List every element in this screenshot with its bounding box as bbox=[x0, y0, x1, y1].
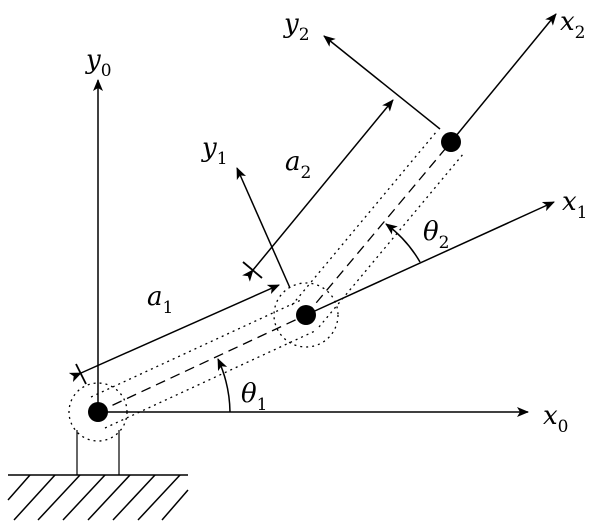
y1-axis-arrow bbox=[236, 167, 291, 289]
label-y0: y0 bbox=[85, 45, 112, 81]
ground-hatching bbox=[7, 474, 189, 521]
theta1-arc bbox=[217, 358, 231, 413]
label-x0: x0 bbox=[543, 401, 569, 437]
a1-dimension bbox=[68, 284, 280, 385]
x1-axis-arrow bbox=[305, 201, 555, 316]
base-joint bbox=[88, 402, 108, 422]
ground-base bbox=[7, 430, 189, 521]
theta2-arc bbox=[385, 223, 421, 263]
label-x2: x2 bbox=[560, 7, 586, 43]
label-a1: a1 bbox=[147, 282, 173, 318]
x2-axis-arrow bbox=[450, 13, 557, 143]
link-1-outline bbox=[68, 282, 339, 442]
a2-dimension bbox=[242, 99, 394, 282]
label-theta1: θ1 bbox=[241, 379, 267, 415]
end-effector-joint bbox=[441, 132, 461, 152]
label-y2: y2 bbox=[283, 9, 310, 45]
label-x1: x1 bbox=[562, 187, 588, 223]
y2-axis-arrow bbox=[323, 35, 441, 130]
elbow-joint bbox=[296, 305, 316, 325]
label-theta2: θ2 bbox=[423, 217, 449, 253]
label-a2: a2 bbox=[285, 147, 311, 183]
label-y1: y1 bbox=[201, 133, 228, 169]
